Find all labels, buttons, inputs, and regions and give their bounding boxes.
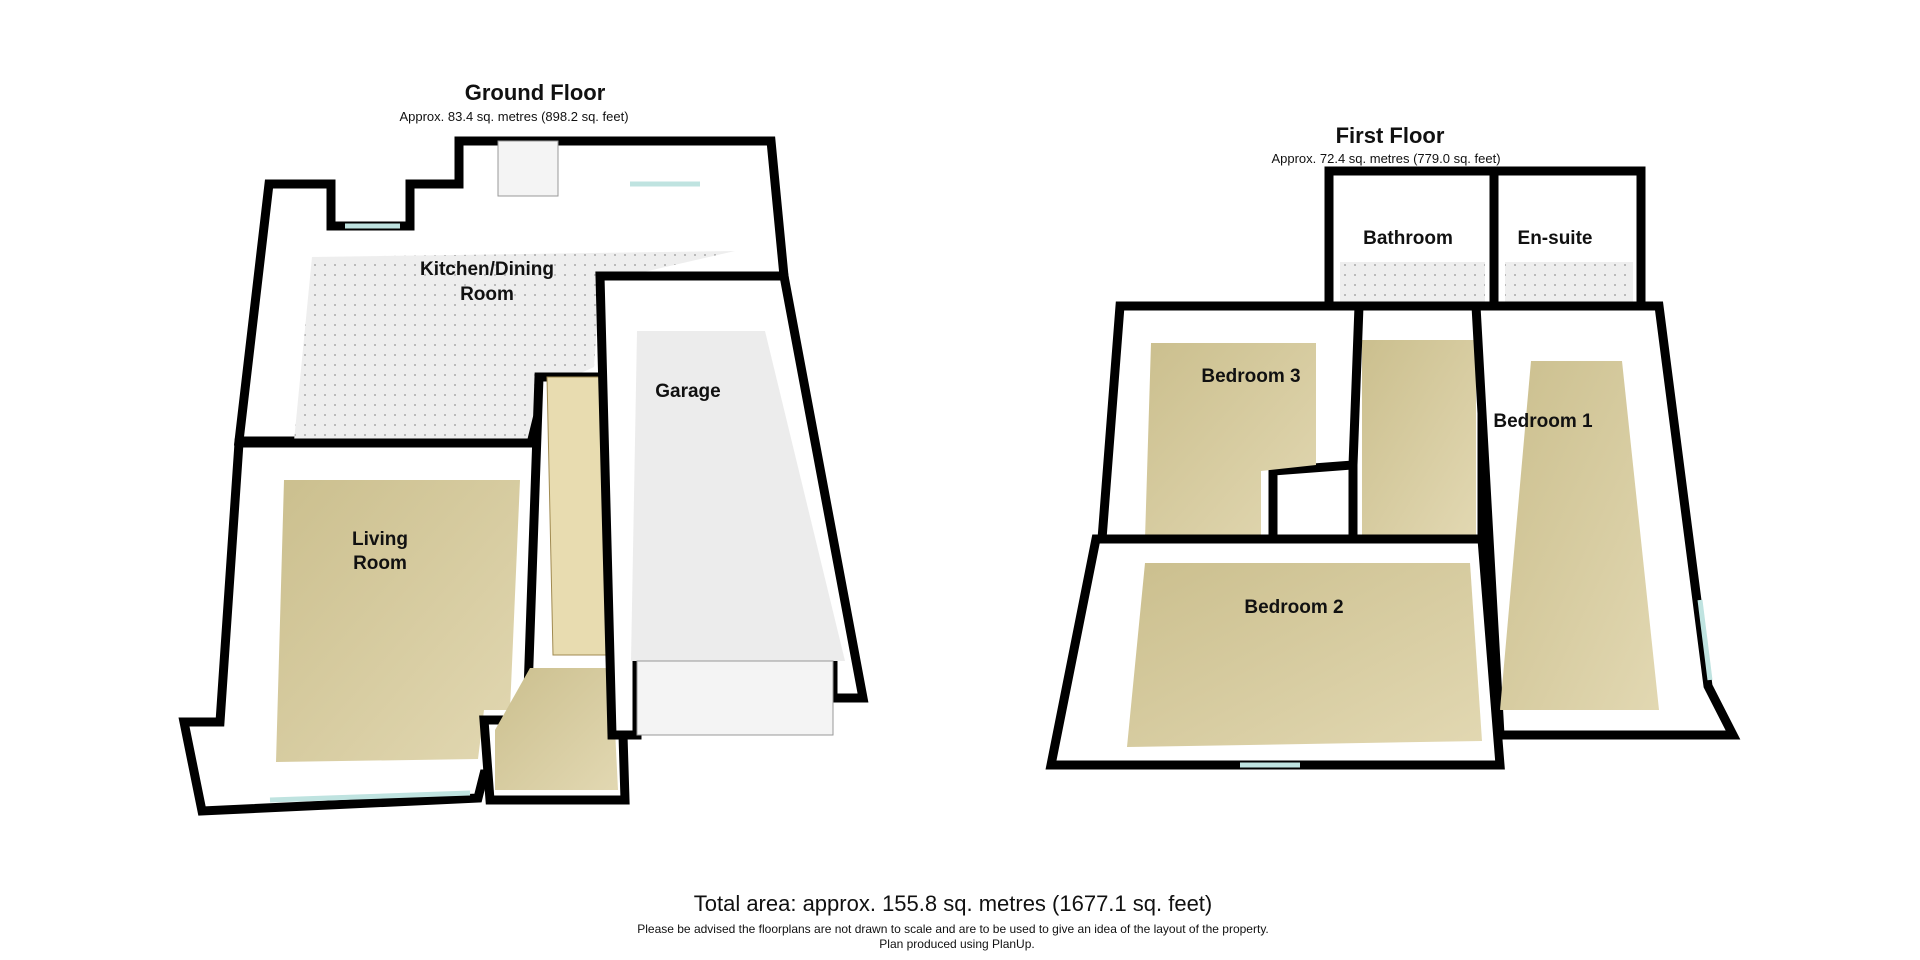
living-room-floor bbox=[276, 480, 520, 762]
first-floor-area: Approx. 72.4 sq. metres (779.0 sq. feet) bbox=[1271, 151, 1500, 166]
bedroom-3-floor bbox=[1145, 343, 1316, 539]
window bbox=[1697, 599, 1713, 681]
en-suite-floor bbox=[1505, 262, 1633, 302]
bathroom-floor bbox=[1340, 262, 1485, 302]
label-living-room: Room bbox=[353, 553, 407, 574]
landing-floor bbox=[1362, 340, 1476, 535]
label-bathroom: Bathroom bbox=[1363, 228, 1453, 249]
label-kitchen-dining: Kitchen/Dining bbox=[420, 259, 554, 280]
label-kitchen-dining-room: Room bbox=[460, 284, 514, 305]
label-bedroom-2: Bedroom 2 bbox=[1244, 597, 1343, 618]
ground-floor-plan bbox=[178, 136, 869, 816]
first-floor-plan bbox=[1045, 166, 1741, 770]
disclaimer: Please be advised the floorplans are not… bbox=[637, 922, 1269, 936]
bedroom-1-floor bbox=[1500, 361, 1659, 710]
total-area: Total area: approx. 155.8 sq. metres (16… bbox=[694, 891, 1213, 916]
label-garage: Garage bbox=[655, 381, 720, 402]
hallway-floor bbox=[495, 668, 618, 790]
label-bedroom-3: Bedroom 3 bbox=[1201, 366, 1300, 387]
label-en-suite: En-suite bbox=[1518, 228, 1593, 249]
garage-floor bbox=[631, 331, 845, 661]
ground-floor-area: Approx. 83.4 sq. metres (898.2 sq. feet) bbox=[399, 109, 628, 124]
ground-floor-title: Ground Floor bbox=[465, 80, 606, 105]
bedroom-2-floor bbox=[1127, 563, 1482, 747]
first-floor-title: First Floor bbox=[1336, 123, 1445, 148]
window bbox=[269, 790, 471, 803]
label-bedroom-1: Bedroom 1 bbox=[1493, 411, 1593, 432]
kitchen-floor bbox=[294, 251, 735, 441]
credit: Plan produced using PlanUp. bbox=[879, 937, 1034, 951]
label-living: Living bbox=[352, 529, 408, 550]
french-doors bbox=[497, 140, 559, 197]
garage-door bbox=[636, 660, 834, 736]
